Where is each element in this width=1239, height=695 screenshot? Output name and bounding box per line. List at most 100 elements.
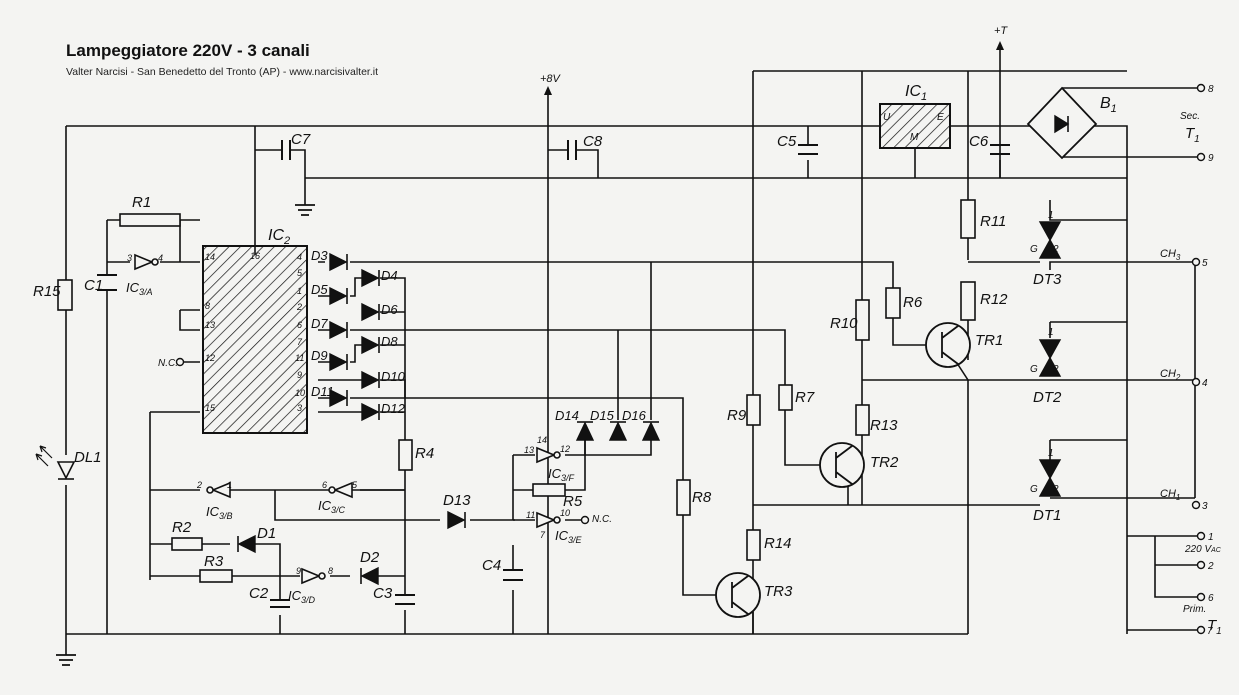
r9-label: R9: [727, 407, 747, 424]
d5-label: D5: [311, 282, 328, 297]
ic2-pin-10: 10: [295, 388, 305, 398]
component-labels: +8V +T IC2 IC1 U E M B1 Sec. T1 220 VAC …: [33, 25, 1222, 637]
terminal-3: 3: [1202, 501, 1208, 512]
channel-1-label: CH1: [1160, 488, 1180, 502]
d12-label: D12: [381, 401, 406, 416]
d14-label: D14: [555, 408, 579, 423]
r12-label: R12: [980, 291, 1008, 308]
dt3-pin-g: G: [1030, 244, 1038, 255]
capacitor-symbols: [97, 140, 1010, 608]
r10-label: R10: [830, 315, 858, 332]
ic2-pin-7: 7: [297, 337, 303, 347]
dt2-pin-g: G: [1030, 364, 1038, 375]
ic3e-label: IC3/E: [555, 528, 583, 545]
r7-label: R7: [795, 389, 815, 406]
d3-label: D3: [311, 248, 328, 263]
ic3b-out-pin: 2: [196, 480, 202, 490]
r6-label: R6: [903, 294, 923, 311]
r4-label: R4: [415, 445, 434, 462]
diagram-title: Lampeggiatore 220V - 3 canali: [66, 41, 310, 60]
diode-symbols: [35, 252, 661, 586]
terminal-1: 1: [1208, 532, 1214, 543]
ic2-pin-11: 11: [295, 353, 304, 363]
terminal-2: 2: [1207, 561, 1214, 572]
d6-label: D6: [381, 302, 398, 317]
c5-label: C5: [777, 133, 797, 150]
ic1-label: IC1: [905, 83, 927, 103]
bridge-rectifier: [1026, 86, 1098, 160]
c7-label: C7: [291, 131, 311, 148]
transformer-prim-label: Prim.: [1183, 604, 1206, 615]
d13-label: D13: [443, 492, 471, 509]
r3-label: R3: [204, 553, 224, 570]
ic3f-label: IC3/F: [548, 466, 575, 483]
d4-label: D4: [381, 268, 398, 283]
terminal-4: 4: [1202, 378, 1208, 389]
ic3c-label: IC3/C: [318, 498, 346, 515]
ic3e-out-pin: 10: [560, 508, 570, 518]
dt3-label: DT3: [1033, 271, 1062, 288]
ic1-regulator: [879, 103, 951, 149]
ic3d-in-pin: 9: [296, 566, 301, 576]
r2-label: R2: [172, 519, 192, 536]
d9-label: D9: [311, 348, 328, 363]
rail-label-8v: +8V: [540, 73, 562, 85]
resistor-symbols: [57, 199, 976, 583]
tr3-label: TR3: [764, 583, 793, 600]
d10-label: D10: [381, 369, 406, 384]
dt3-pin-2: 2: [1052, 244, 1059, 255]
c8-label: C8: [583, 133, 603, 150]
ic3e-vss-pin: 7: [540, 530, 546, 540]
c1-label: C1: [84, 277, 103, 294]
dt2-label: DT2: [1033, 389, 1062, 406]
ic3b-label: IC3/B: [206, 504, 233, 521]
ic2-pin-12: 12: [205, 353, 215, 363]
ic1-pin-u: U: [883, 112, 891, 123]
tr1-label: TR1: [975, 332, 1003, 349]
ic3f-vdd-pin: 14: [537, 435, 547, 445]
d8-label: D8: [381, 334, 398, 349]
dt1-label: DT1: [1033, 507, 1061, 524]
d16-label: D16: [622, 408, 647, 423]
ic3e-in-pin: 11: [526, 510, 535, 520]
r14-label: R14: [764, 535, 792, 552]
bridge-label: B1: [1100, 95, 1117, 115]
triac-symbols: [1038, 221, 1062, 497]
wires: [65, 50, 1200, 655]
terminal-6: 6: [1208, 593, 1214, 604]
ic2-pin-14: 14: [205, 252, 215, 262]
terminal-7: 7: [1207, 626, 1213, 637]
ic2-pin-2: 2: [296, 302, 302, 312]
tr2-label: TR2: [870, 454, 899, 471]
ic3c-in-pin: 5: [352, 480, 358, 490]
ic2-pin-6: 6: [297, 320, 302, 330]
transformer-label-sec: T1: [1185, 125, 1200, 145]
dt2-pin-2: 2: [1052, 364, 1059, 375]
ic3a-label: IC3/A: [126, 280, 153, 297]
terminal-8: 8: [1208, 84, 1214, 95]
d2-label: D2: [360, 549, 380, 566]
dt2-pin-1: 1: [1048, 327, 1054, 338]
dt1-pin-2: 2: [1052, 484, 1059, 495]
dl1-label: DL1: [74, 449, 102, 466]
ic3a-in-pin: 3: [127, 253, 132, 263]
dt1-pin-g: G: [1030, 484, 1038, 495]
inverter-gates: [134, 253, 561, 585]
ic2-pin-5: 5: [297, 268, 303, 278]
r1-label: R1: [132, 194, 151, 211]
terminal-circles: [175, 83, 1206, 635]
rail-arrows: [544, 41, 1004, 95]
r15-label: R15: [33, 283, 61, 300]
d1-label: D1: [257, 525, 276, 542]
dt1-pin-1: 1: [1048, 448, 1054, 459]
ic3e-nc-label: N.C.: [592, 514, 612, 525]
r5-label: R5: [563, 493, 583, 510]
c4-label: C4: [482, 557, 501, 574]
rail-label-t: +T: [994, 25, 1008, 37]
ic2-chip: [202, 245, 308, 434]
r13-label: R13: [870, 417, 898, 434]
ic2-label: IC2: [268, 227, 290, 247]
ic2-pin-16: 16: [250, 251, 260, 261]
ic3c-out-pin: 6: [322, 480, 327, 490]
